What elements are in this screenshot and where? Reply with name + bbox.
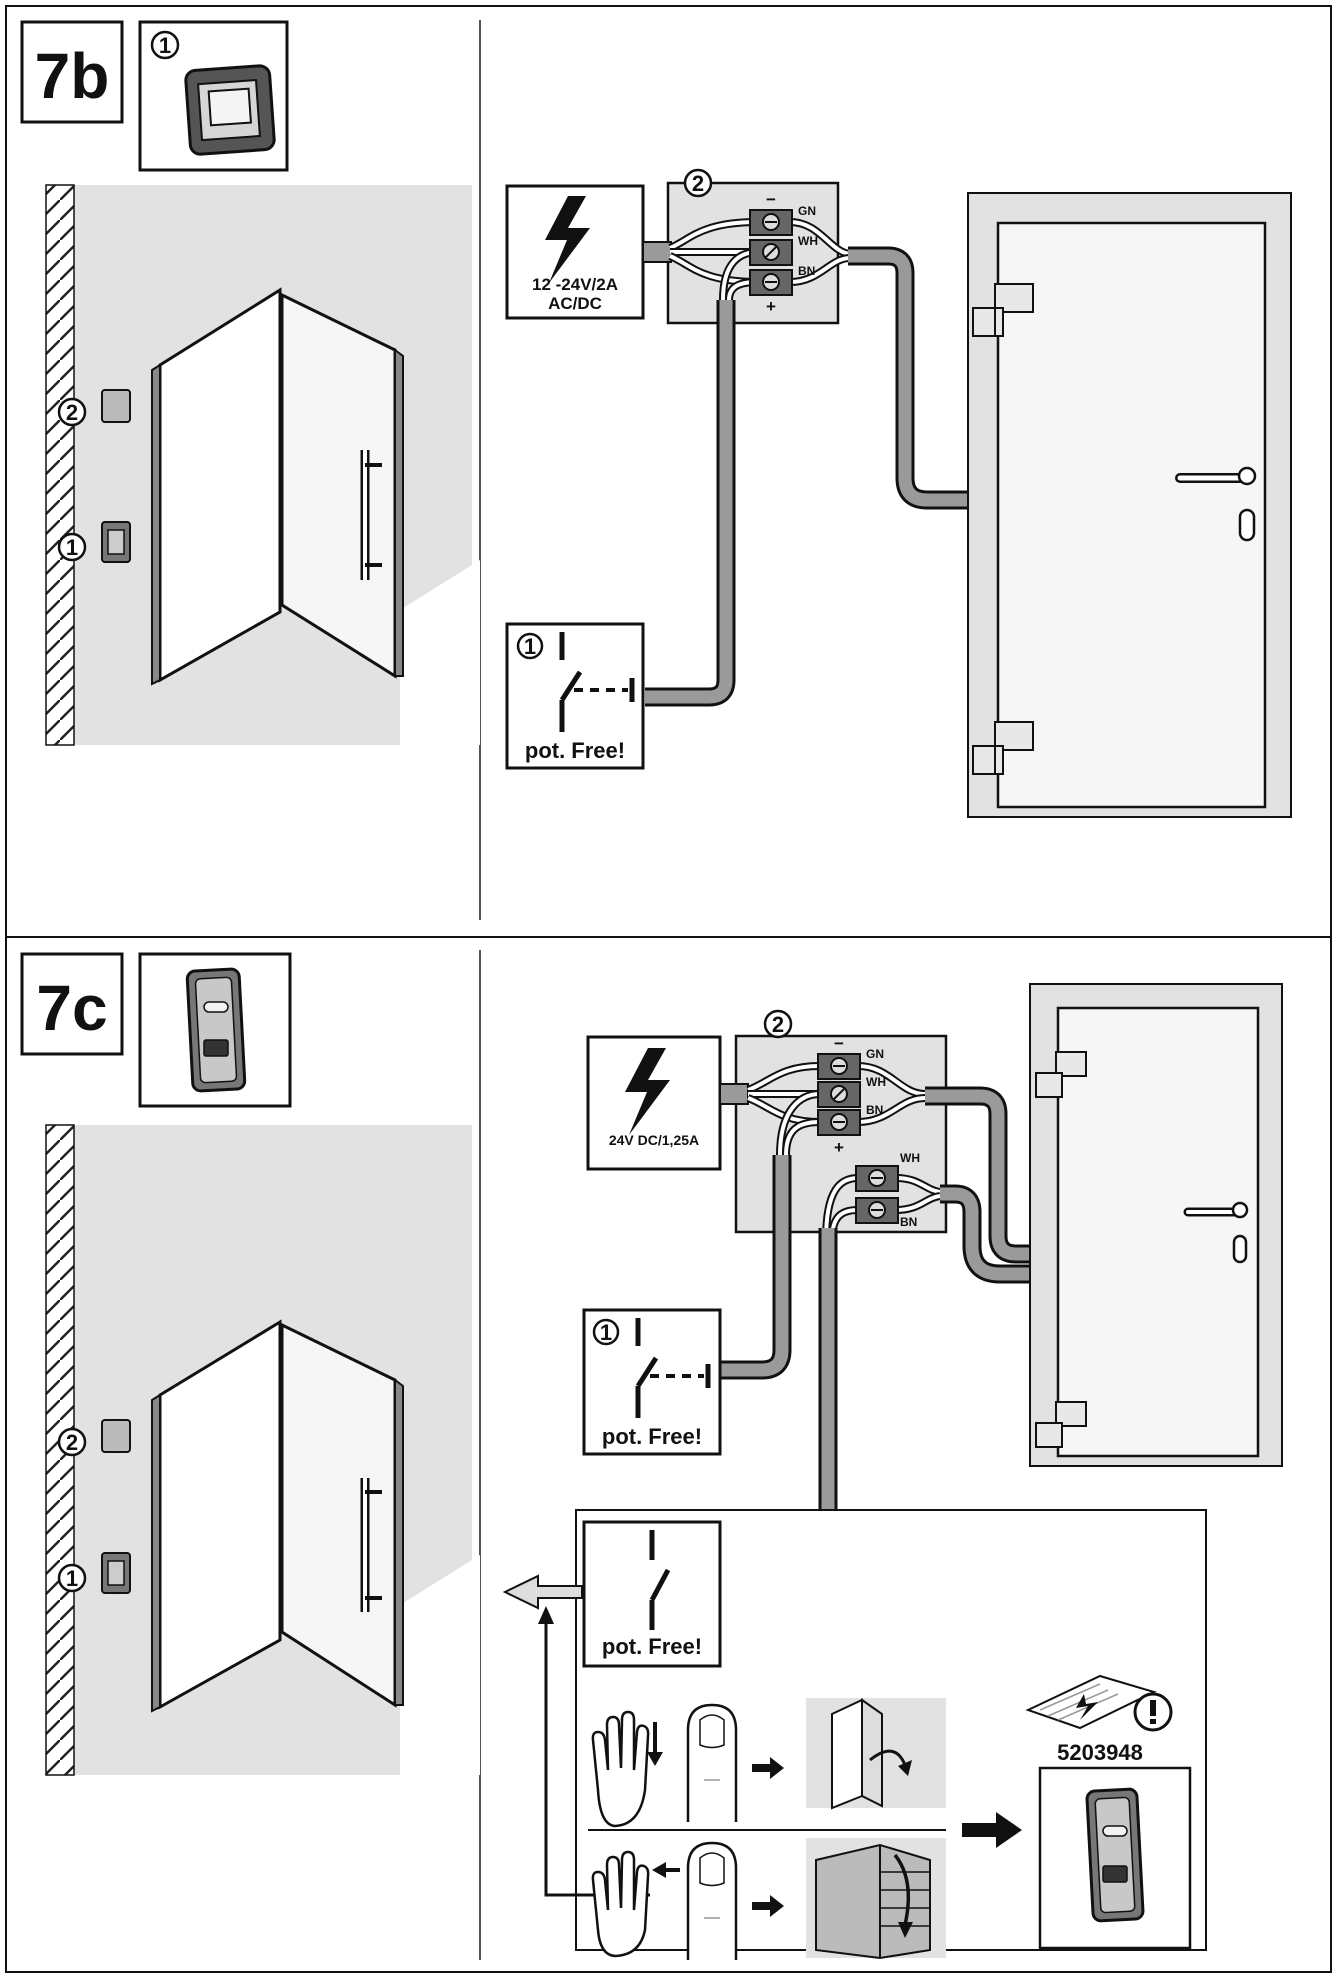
terminal-label-bn: BN — [798, 264, 815, 278]
floor-cut — [400, 1555, 480, 1775]
junction-callout: 2 — [692, 171, 704, 196]
switch-symbol-icon — [559, 632, 635, 732]
wall-marker-2: 2 — [66, 1430, 78, 1455]
section-7b: 7b 1 2 — [20, 20, 1292, 818]
lightning-icon — [545, 196, 590, 283]
junction-box-icon — [101, 1419, 131, 1453]
switch-box-callout-circle — [592, 1318, 620, 1346]
switch-box-callout: 1 — [524, 634, 536, 659]
rocker-switch-icon — [184, 64, 276, 156]
hinge-icon — [972, 283, 1034, 337]
power-spec: 24V DC/1,25A — [609, 1132, 699, 1148]
wall-door-scene: 2 1 — [45, 1124, 480, 1776]
marker-circle — [57, 397, 87, 427]
lightning-icon — [625, 1048, 670, 1135]
lever-handle-icon — [1183, 1201, 1249, 1264]
feedback-arrowhead-icon — [538, 1606, 554, 1624]
terminal-label-gn: GN — [866, 1047, 884, 1061]
wall-marker-1: 1 — [66, 1566, 78, 1591]
section-label-box — [20, 952, 124, 1056]
wiring-7b: 12 -24V/2A AC/DC 2 — [505, 168, 1292, 818]
warning-icon — [1133, 1692, 1173, 1732]
hinge-icon — [1035, 1051, 1087, 1098]
arrow-right-icon — [752, 1895, 784, 1917]
door-inner-jamb — [151, 1393, 161, 1713]
wall-marker-2: 2 — [66, 400, 78, 425]
manual-number: 5203948 — [1057, 1740, 1143, 1765]
switch-symbol-icon — [635, 1318, 711, 1418]
finger-icon — [686, 1841, 738, 1960]
terminal-block — [749, 209, 793, 296]
power-spec-line1: 12 -24V/2A — [532, 275, 618, 294]
section-label: 7c — [36, 972, 107, 1044]
door-leaf-edge — [394, 1378, 404, 1706]
callout-circle — [150, 30, 180, 60]
door-swing-thumbnail — [806, 1698, 946, 1810]
terminal-sign-plus: + — [766, 297, 776, 316]
terminal-block-lower — [855, 1165, 899, 1224]
page-frame — [5, 5, 1332, 1973]
junction-callout-circle — [683, 168, 713, 198]
door-inner-jamb — [151, 363, 161, 686]
wall-door-scene: 2 1 — [45, 184, 480, 746]
door-leaf — [1056, 1006, 1260, 1458]
terminal-label-wh-lower: WH — [900, 1151, 920, 1165]
switch-box-callout: 1 — [600, 1320, 612, 1345]
terminal-sign-plus: + — [834, 1138, 844, 1157]
marker-circle — [57, 1427, 87, 1457]
manual-icon — [1025, 1674, 1157, 1730]
junction-callout-circle — [763, 1009, 793, 1039]
marker-circle — [57, 1563, 87, 1593]
terminal-block — [817, 1053, 861, 1136]
terminal-label-bn: BN — [866, 1103, 883, 1117]
door-handle-icon — [360, 1478, 382, 1612]
terminal-label-wh: WH — [866, 1075, 886, 1089]
brick-edge — [45, 184, 75, 746]
lever-handle-icon — [1175, 466, 1257, 542]
section-label: 7b — [35, 40, 110, 112]
wall-marker-1: 1 — [66, 535, 78, 560]
junction-box-icon — [101, 389, 131, 423]
pot-free-label-2: pot. Free! — [602, 1634, 702, 1659]
hand-down-icon — [591, 1710, 663, 1828]
power-spec-line2: AC/DC — [548, 294, 602, 313]
fingerprint-reader-icon — [185, 967, 247, 1093]
hand-left-icon — [591, 1850, 680, 1958]
fingerprint-reader-icon — [1085, 1787, 1145, 1923]
output-arrow-icon — [502, 1574, 583, 1610]
hinge-icon — [972, 721, 1034, 775]
door-leaf-edge — [394, 348, 404, 677]
pot-free-label: pot. Free! — [525, 738, 625, 763]
terminal-label-wh: WH — [798, 234, 818, 248]
arrow-right-big-icon — [962, 1812, 1022, 1848]
junction-callout: 2 — [772, 1012, 784, 1037]
terminal-label-bn-lower: BN — [900, 1215, 917, 1229]
arrow-right-icon — [752, 1757, 784, 1779]
terminal-label-gn: GN — [798, 204, 816, 218]
garage-door-thumbnail — [806, 1838, 946, 1960]
switch-symbol-open-icon — [649, 1530, 671, 1630]
door-handle-icon — [360, 450, 382, 580]
finger-icon — [686, 1703, 738, 1822]
floor-cut — [400, 560, 480, 745]
terminal-sign-minus: − — [766, 190, 776, 209]
switch-box-callout-circle — [516, 632, 544, 660]
hinge-icon — [1035, 1401, 1087, 1448]
door-leaf — [996, 221, 1267, 809]
switch-callout: 1 — [159, 33, 171, 58]
marker-circle — [57, 532, 87, 562]
section-label-box — [20, 20, 124, 124]
terminal-sign-minus: − — [834, 1034, 844, 1053]
wiring-7c: 24V DC/1,25A 2 — [502, 983, 1283, 1960]
pot-free-label: pot. Free! — [602, 1424, 702, 1449]
section-7c: 7c 2 1 — [20, 952, 1283, 1960]
